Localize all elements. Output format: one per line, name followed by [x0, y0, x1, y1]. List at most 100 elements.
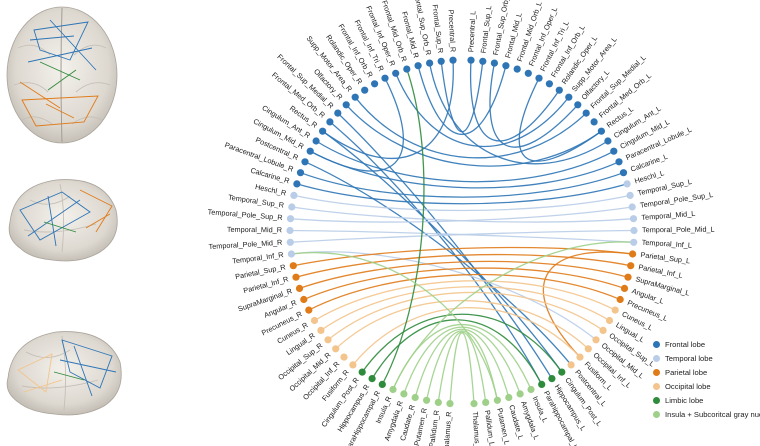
region-label: Heschl_R	[254, 182, 287, 198]
region-node-temporal-inf-r	[287, 250, 295, 258]
region-node-precentral-r	[449, 56, 457, 64]
legend-item-insula-subcortical: Insula + Subcoritcal gray nuclei	[653, 407, 760, 421]
connection-edge	[296, 183, 628, 205]
region-node-hippocampus-l	[548, 375, 556, 383]
region-node-calcarine-r	[293, 180, 301, 188]
brain-lateral-view	[6, 331, 122, 416]
region-node-pallidum-r	[434, 398, 442, 406]
region-node-calcarine-l	[619, 169, 628, 177]
region-node-occipital-inf-r	[340, 353, 348, 361]
connection-edge	[392, 323, 532, 390]
region-node-precentral-l	[467, 56, 475, 64]
region-node-frontal-mid-r	[414, 62, 422, 70]
connection-edge	[303, 267, 625, 301]
region-node-parahippocampal-r	[378, 380, 386, 388]
connection-edge	[414, 328, 510, 398]
region-node-frontal-sup-l	[479, 57, 487, 65]
connection-edge	[518, 77, 602, 162]
region-node-postcentral-l	[567, 361, 575, 369]
region-node-occipital-inf-l	[584, 345, 592, 353]
connection-edge	[304, 161, 572, 366]
connection-edge	[322, 130, 563, 373]
region-node-precuneus-r	[305, 306, 313, 314]
region-node-caudate-l	[505, 393, 513, 402]
connection-edge	[449, 332, 475, 404]
connection-edge	[289, 229, 634, 243]
region-node-amygdala-r	[400, 390, 408, 398]
region-node-frontal-inf-orb-r	[371, 80, 379, 88]
region-node-rolandic-oper-r	[361, 86, 369, 94]
legend-item-occipital: Occipital lobe	[653, 379, 760, 393]
region-node-frontal-inf-orb-l	[545, 80, 554, 88]
region-node-cingulum-post-l	[558, 368, 566, 376]
region-node-rectus-r	[319, 127, 327, 135]
region-node-olfactory-r	[342, 101, 350, 109]
region-node-supp-motor-area-l	[565, 93, 573, 101]
connection-edge	[291, 206, 634, 223]
region-node-olfactory-l	[574, 101, 582, 109]
region-node-frontal-mid-l	[502, 62, 510, 70]
legend-swatch-temporal	[653, 354, 660, 362]
region-node-parietal-sup-r	[289, 262, 297, 270]
connection-edge	[542, 251, 633, 358]
connection-edge	[337, 112, 553, 379]
connection-edge	[300, 172, 624, 198]
region-node-temporal-sup-l	[626, 191, 634, 199]
region-node-temporal-pole-sup-r	[286, 215, 295, 223]
region-node-cingulum-ant-r	[312, 137, 320, 145]
connection-edge	[392, 241, 634, 390]
brain-sagittal-edges	[19, 189, 113, 247]
connection-edge	[299, 260, 629, 290]
region-node-insula-l	[527, 385, 535, 394]
legend-swatch-limbic	[653, 396, 660, 404]
legend: Frontal lobe Temporal lobe Parietal lobe…	[653, 337, 760, 421]
brain-axial-view	[6, 6, 118, 144]
region-node-fusiform-r	[349, 361, 357, 369]
region-label: Frontal_Sup_R	[431, 4, 446, 54]
region-node-supramarginal-r	[295, 284, 304, 292]
legend-swatch-parietal	[653, 368, 660, 376]
region-node-cuneus-r	[310, 316, 319, 325]
brain-lateral-edges	[17, 339, 117, 397]
region-label: Temporal_Inf_L	[641, 238, 692, 250]
connection-edge	[371, 319, 543, 385]
connection-edge	[417, 65, 507, 135]
region-label: Temporal_Pole_Mid_R	[208, 238, 282, 251]
region-labels: Precentral_RFrontal_Sup_RFrontal_Sup_Orb…	[207, 0, 714, 446]
region-node-cingulum-mid-r	[306, 147, 314, 155]
connection-edge	[381, 68, 425, 385]
legend-label: Frontal lobe	[665, 339, 706, 349]
connection-edge	[345, 104, 602, 167]
legend-label: Insula + Subcoritcal gray nuclei	[665, 409, 760, 419]
region-node-frontal-inf-tri-l	[535, 74, 543, 82]
region-node-paracentral-lobule-r	[296, 169, 305, 177]
region-node-temporal-pole-sup-l	[628, 203, 636, 211]
legend-item-limbic: Limbic lobe	[653, 393, 760, 407]
region-node-paracentral-lobule-l	[615, 158, 623, 166]
connection-edge	[320, 286, 610, 331]
region-label: Precentral_L	[466, 11, 477, 53]
region-node-heschl-l	[623, 180, 631, 188]
region-node-thalamus-r	[446, 400, 454, 408]
legend-item-parietal: Parietal lobe	[653, 365, 760, 379]
region-node-temporal-mid-r	[286, 226, 294, 235]
region-node-amygdala-l	[516, 390, 524, 398]
region-node-temporal-sup-r	[288, 203, 296, 211]
region-node-insula-r	[389, 385, 397, 394]
region-node-lingual-r	[317, 326, 325, 334]
region-label: Frontal_Sup_L	[479, 5, 494, 54]
legend-label: Parietal lobe	[665, 367, 708, 377]
region-node-putamen-l	[493, 396, 501, 404]
connection-edge	[327, 291, 604, 341]
connection-edge	[469, 60, 560, 142]
region-node-temporal-pole-mid-r	[286, 238, 294, 246]
connection-edge	[290, 229, 635, 243]
connection-edge	[428, 62, 609, 165]
region-label: Precentral_R	[446, 9, 457, 52]
region-label: Thalamus_L	[471, 411, 483, 446]
region-node-supramarginal-l	[624, 273, 632, 281]
region-node-parietal-inf-l	[627, 262, 635, 270]
region-node-parietal-sup-l	[629, 250, 637, 258]
region-node-frontal-sup-orb-r	[426, 59, 434, 67]
region-node-occipital-sup-l	[599, 326, 607, 334]
